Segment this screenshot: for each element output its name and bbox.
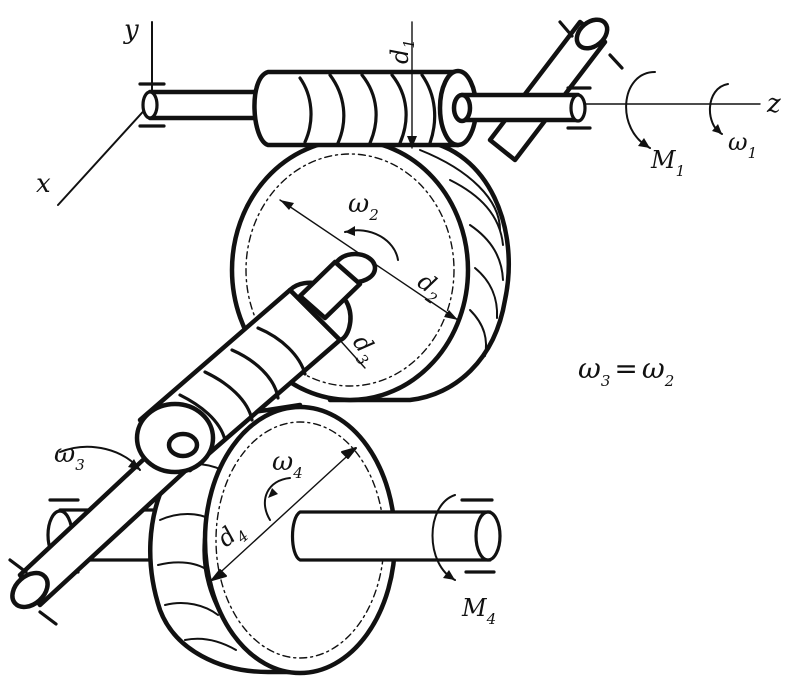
d1-arrowhead — [407, 136, 417, 148]
omega1-label: ω1 — [728, 128, 757, 162]
omega4-label: ω4 — [272, 447, 303, 482]
wheel-2-tooth — [474, 267, 499, 319]
omega2-label-sub: 2 — [368, 206, 379, 224]
y-axis-label: y — [123, 15, 139, 45]
shaft-3-hole — [166, 431, 200, 459]
shaft-4-right-body — [290, 510, 492, 562]
omega4-label-sub: 4 — [292, 464, 303, 482]
omega2-label: ω2 — [348, 189, 379, 224]
shaft-1-left-end — [141, 90, 159, 120]
shaft-2-bearing — [608, 53, 624, 70]
worm-1-thread — [298, 76, 313, 144]
wheel-2-pitch-circle — [245, 153, 455, 387]
m4-moment-arrow — [431, 494, 456, 581]
svg-text:d1: d1 — [386, 39, 418, 64]
m1-label-sub: 1 — [676, 162, 686, 180]
worm-1-thread — [390, 73, 408, 145]
z-axis-label: z — [766, 89, 781, 119]
shaft-4-right — [263, 477, 502, 581]
d1-label-sub: 1 — [400, 39, 418, 49]
relation-lhs: ω — [578, 352, 601, 385]
worm-1-thread — [420, 73, 437, 145]
d1-label-base: d — [386, 49, 414, 64]
m1-arrowhead — [638, 138, 650, 148]
relation-eq: = — [614, 352, 637, 385]
d2-arrowhead — [280, 200, 294, 210]
worm-3-thread — [230, 348, 280, 400]
wheel-4-tooth — [184, 637, 237, 651]
m1-moment-arrow — [625, 71, 656, 149]
shaft-3-upper — [297, 259, 363, 321]
m4-label-base: M — [461, 594, 488, 622]
m1-label-base: M — [650, 146, 677, 174]
worm-1-thread — [328, 73, 346, 145]
coordinate-axes — [57, 21, 761, 206]
omega2-label-base: ω — [348, 189, 369, 219]
shaft-2-bearing — [558, 20, 574, 38]
d1-label: d1 — [386, 39, 418, 64]
omega1-label-base: ω — [728, 128, 748, 156]
omega3-label-base: ω — [54, 439, 75, 469]
worm-1 — [141, 21, 729, 149]
relation-rhs: ω — [642, 352, 665, 385]
shaft-1-left — [147, 89, 263, 121]
m4-label: M4 — [461, 594, 496, 628]
wheel-2-tooth — [469, 224, 504, 281]
omega1-label-sub: 1 — [748, 144, 758, 162]
wheel-2-tooth — [449, 179, 504, 246]
omega4-label-base: ω — [272, 447, 293, 477]
worm-3-thread — [256, 326, 307, 376]
wheel-4-tooth — [164, 602, 219, 616]
omega3-arrowhead — [128, 459, 140, 470]
x-axis-label: x — [36, 169, 51, 199]
omega3-label-sub: 3 — [75, 456, 85, 474]
wheel-2-tooth — [469, 309, 488, 357]
d4-dimension-line — [211, 447, 357, 581]
shaft-3-lower-end — [10, 570, 50, 610]
worm-3-thread — [178, 393, 227, 442]
omega4-arrowhead — [268, 488, 278, 498]
worm-3-thread — [203, 370, 254, 422]
shaft-1-right — [459, 92, 581, 123]
shaft-4-right-end — [474, 510, 502, 562]
shaft-3-bearing — [8, 558, 28, 574]
m1-label: M1 — [650, 146, 685, 180]
relation-rhs-sub: 2 — [664, 372, 675, 390]
omega1-arrowhead — [712, 124, 722, 134]
relation-lhs-sub: 3 — [601, 372, 611, 390]
shaft-1-hole — [451, 92, 473, 124]
shaft-2 — [487, 17, 624, 163]
omega2-arrowhead — [345, 226, 355, 236]
d2-arrowhead — [444, 310, 458, 320]
omega-relation: ω3=ω2 — [578, 352, 674, 390]
m4-label-sub: 4 — [486, 610, 497, 628]
worm-1-thread — [360, 73, 378, 145]
d4-arrowhead — [211, 569, 227, 581]
omega3-label: ω3 — [54, 439, 85, 474]
shaft-2-upper-end — [574, 17, 610, 51]
d3-dimension-line — [319, 317, 366, 369]
shaft-3-bearing — [38, 610, 58, 626]
d4-arrowhead — [341, 447, 357, 459]
shaft-1-right-end — [569, 93, 587, 123]
omega4-rotation-arrow — [263, 477, 291, 521]
x-axis-line — [57, 103, 151, 206]
worm-3 — [8, 259, 366, 626]
wheel-2-tooth — [419, 149, 501, 231]
m4-arrowhead — [443, 570, 455, 580]
